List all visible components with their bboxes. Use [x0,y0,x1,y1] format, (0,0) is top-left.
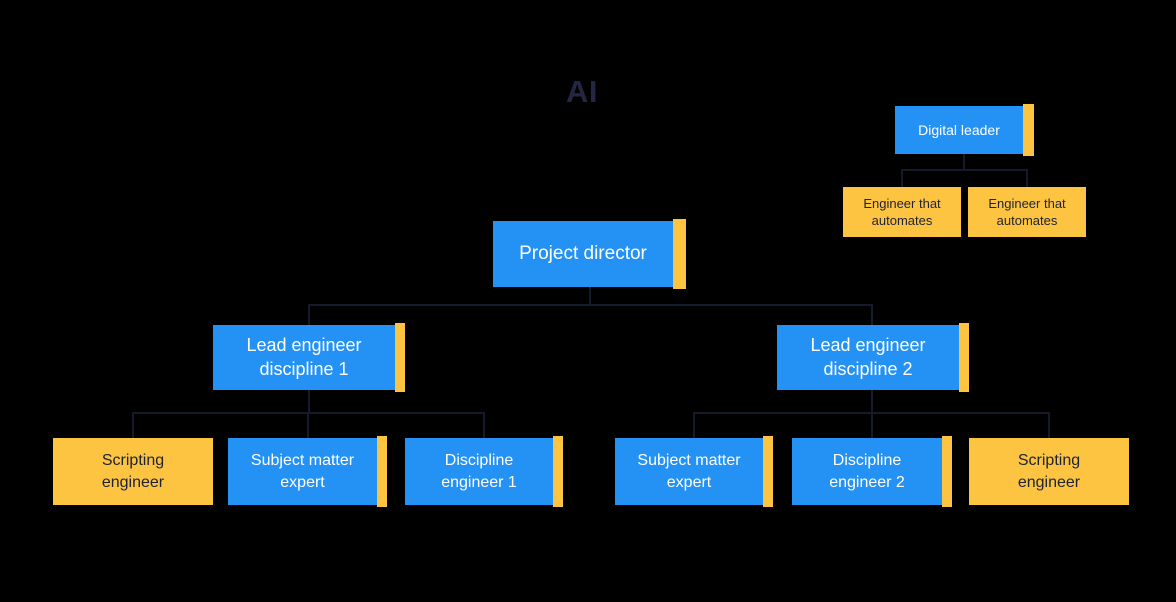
connector-project-director-stem [589,287,591,306]
connector-digital-leader-drop-1 [901,169,903,188]
node-engineer-that-automates-2: Engineer that automates [968,187,1086,237]
connector-lead1-drop-2 [307,412,309,438]
node-digital-leader-label: Digital leader [918,121,1000,138]
node-lead-engineer-discipline-1: Lead engineer discipline 1 [213,323,405,392]
connector-project-director-drop-1 [308,304,310,325]
node-engineer-that-automates-2-label: Engineer that automates [988,195,1066,228]
accent-strip [673,219,686,289]
connector-lead1-stem [308,390,310,414]
node-project-director: Project director [493,219,686,289]
node-subject-matter-expert-left-label: Subject matter expert [250,452,355,491]
node-subject-matter-expert-right-label: Subject matter expert [637,452,741,491]
connector-project-director-bar [308,304,873,306]
node-discipline-engineer-1: Discipline engineer 1 [405,436,563,507]
connector-digital-leader-drop-2 [1026,169,1028,188]
accent-strip [553,436,563,507]
node-discipline-engineer-2-label: Discipline engineer 2 [829,452,905,491]
connector-lead1-drop-1 [132,412,134,438]
accent-strip [959,323,969,392]
accent-strip [395,323,405,392]
node-discipline-engineer-1-label: Discipline engineer 1 [441,452,517,491]
node-lead-engineer-discipline-2-label: Lead engineer discipline 2 [810,334,926,379]
node-scripting-engineer-right: Scripting engineer [969,438,1129,505]
node-discipline-engineer-2: Discipline engineer 2 [792,436,952,507]
accent-strip [763,436,773,507]
connector-lead2-drop-3 [1048,412,1050,438]
connector-lead1-drop-3 [483,412,485,438]
connector-lead2-drop-1 [693,412,695,438]
accent-strip [1023,104,1034,156]
node-project-director-label: Project director [519,243,647,265]
connector-digital-leader-bar [901,169,1028,171]
node-scripting-engineer-right-label: Scripting engineer [1017,452,1081,491]
node-lead-engineer-discipline-1-label: Lead engineer discipline 1 [246,334,362,379]
accent-strip [942,436,952,507]
node-lead-engineer-discipline-2: Lead engineer discipline 2 [777,323,969,392]
node-scripting-engineer-left: Scripting engineer [53,438,213,505]
connector-digital-leader-stem [963,154,965,171]
node-subject-matter-expert-left: Subject matter expert [228,436,387,507]
node-digital-leader: Digital leader [895,104,1034,156]
connector-lead2-stem [871,390,873,414]
node-scripting-engineer-left-label: Scripting engineer [101,452,165,491]
node-engineer-that-automates-1-label: Engineer that automates [863,195,941,228]
diagram-title: AI [566,74,598,109]
accent-strip [377,436,387,507]
node-engineer-that-automates-1: Engineer that automates [843,187,961,237]
connector-lead2-drop-2 [871,412,873,438]
node-subject-matter-expert-right: Subject matter expert [615,436,773,507]
connector-project-director-drop-2 [871,304,873,325]
